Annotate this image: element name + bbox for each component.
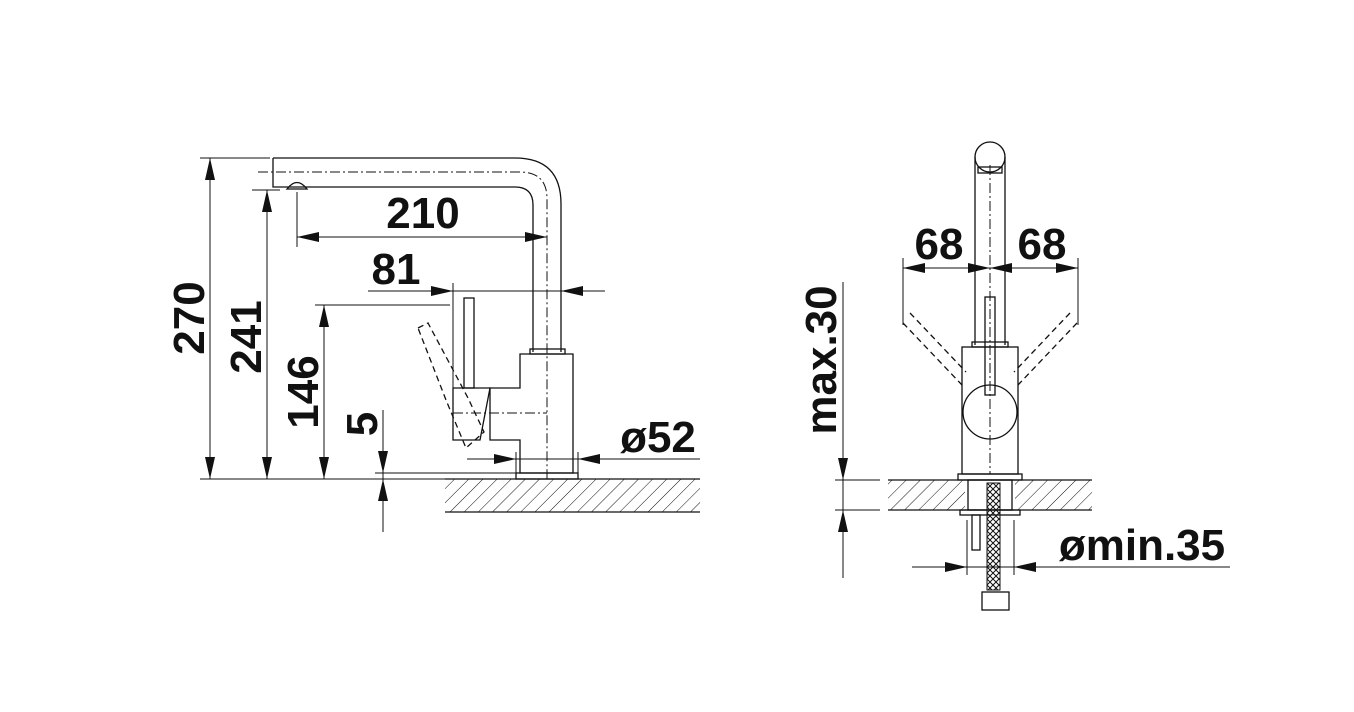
dim-label-210: 210 xyxy=(386,189,459,238)
countertop-front xyxy=(835,479,1092,511)
dim-label-146: 146 xyxy=(279,355,328,428)
countertop-side xyxy=(200,478,700,513)
dimension-210: 210 xyxy=(296,189,547,247)
dimension-81: 81 xyxy=(368,245,605,388)
dim-label-o52: ø52 xyxy=(620,413,696,462)
faucet-body-side xyxy=(417,297,579,480)
dimension-146: 146 xyxy=(279,304,450,479)
dim-label-68-left: 68 xyxy=(915,220,964,269)
dim-label-241: 241 xyxy=(222,300,271,373)
dimension-omin35: ømin.35 xyxy=(912,520,1230,575)
dimension-5: 5 xyxy=(338,410,516,532)
side-view: 270 241 210 81 146 5 ø52 xyxy=(165,157,700,532)
dim-label-omin35: ømin.35 xyxy=(1059,521,1225,570)
dimension-o52: ø52 xyxy=(467,413,700,473)
dim-label-68-right: 68 xyxy=(1018,220,1067,269)
dimension-270: 270 xyxy=(165,157,270,479)
dim-label-270: 270 xyxy=(165,281,214,354)
dim-label-max30: max.30 xyxy=(797,285,846,434)
dimension-241: 241 xyxy=(222,189,280,479)
dim-label-81: 81 xyxy=(372,245,421,294)
spout-side xyxy=(258,157,562,479)
front-view: 68 68 max.30 ømin.35 xyxy=(797,141,1230,611)
dimension-max30: max.30 xyxy=(797,282,848,578)
faucet-front xyxy=(902,141,1078,611)
dimension-68-right: 68 xyxy=(990,220,1079,325)
dimension-68-left: 68 xyxy=(902,220,990,325)
supply-hose-icon xyxy=(986,482,1001,591)
dim-label-5: 5 xyxy=(338,412,387,436)
aerator-icon xyxy=(285,181,309,190)
